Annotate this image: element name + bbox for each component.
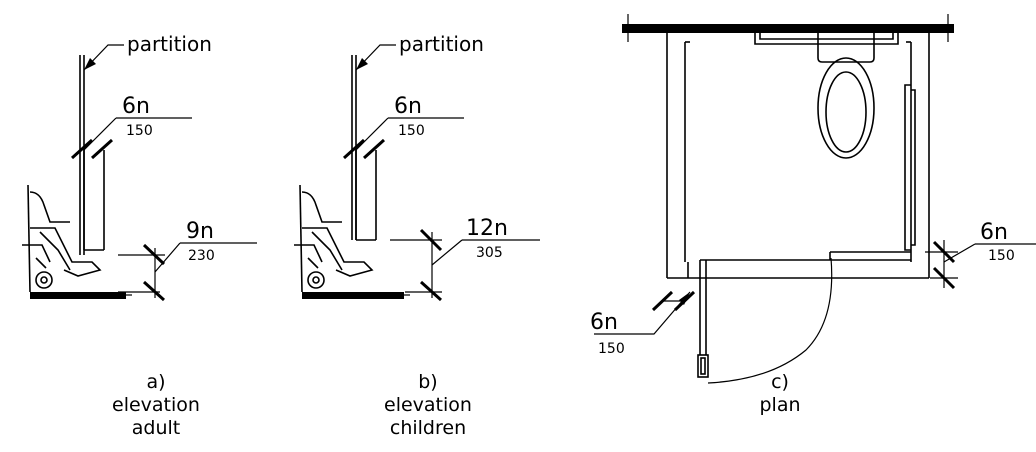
dim-leader bbox=[83, 117, 117, 151]
panel-a-elevation-adult: partition 6n 150 bbox=[22, 32, 257, 439]
wheelchair-icon bbox=[294, 184, 374, 293]
leader-arrowhead bbox=[356, 58, 368, 70]
caption-a-line3: adult bbox=[132, 417, 180, 439]
side-grab-bar bbox=[904, 84, 911, 251]
floor-slab bbox=[30, 292, 126, 299]
dim-tick bbox=[362, 138, 386, 160]
gap-dim-secondary: 150 bbox=[126, 123, 153, 139]
dim-tick bbox=[90, 138, 114, 160]
leader-arrowhead bbox=[679, 292, 690, 305]
dim-tick bbox=[932, 266, 956, 290]
dim-leader bbox=[594, 291, 691, 335]
back-grab-bar bbox=[754, 33, 899, 45]
caption-c-line1: c) bbox=[771, 371, 789, 393]
caption-b-line1: b) bbox=[418, 371, 437, 393]
floor-dim-secondary: 305 bbox=[476, 245, 503, 261]
door-dim-secondary: 150 bbox=[598, 341, 625, 357]
door-stop bbox=[697, 354, 709, 378]
dim-leader bbox=[943, 243, 976, 263]
dim-tick bbox=[70, 138, 94, 160]
dim-tick bbox=[142, 280, 166, 302]
dim-tick bbox=[419, 228, 443, 252]
dim-leader bbox=[154, 242, 181, 273]
floor-dim-secondary: 230 bbox=[188, 248, 215, 264]
dim-tick bbox=[142, 243, 166, 266]
back-wall bbox=[622, 24, 954, 33]
dim-leader bbox=[355, 117, 389, 151]
partition-label: partition bbox=[399, 32, 484, 56]
gap-dim-secondary: 150 bbox=[398, 123, 425, 139]
door-stop-inner bbox=[700, 357, 706, 375]
dim-tick bbox=[342, 138, 366, 160]
caption-b-line2: elevation bbox=[384, 394, 472, 416]
side-grab-bar-inner bbox=[911, 89, 916, 246]
gap-dim-primary: 6n bbox=[122, 94, 150, 119]
dim-tick bbox=[651, 290, 674, 312]
toilet-icon bbox=[817, 33, 875, 159]
partition-label: partition bbox=[127, 32, 212, 56]
caption-a-line1: a) bbox=[146, 371, 165, 393]
right-dim-secondary: 150 bbox=[988, 248, 1015, 264]
gap-dim-primary: 6n bbox=[394, 94, 422, 119]
back-grab-bar-inner bbox=[759, 33, 894, 40]
panel-c-plan: 6n 150 6n 150 c) plan bbox=[590, 14, 1036, 416]
leader-arrowhead bbox=[84, 58, 96, 70]
caption-c-line2: plan bbox=[759, 394, 800, 416]
floor-slab bbox=[302, 292, 404, 299]
panel-b-elevation-children: partition 6n 150 12n 305 b) bbox=[294, 32, 540, 439]
dim-tick bbox=[419, 280, 443, 302]
door-dim-primary: 6n bbox=[590, 310, 618, 335]
right-dim-primary: 6n bbox=[980, 220, 1008, 245]
door-swing-arc bbox=[707, 257, 833, 384]
dim-leader bbox=[431, 239, 463, 266]
wheelchair-icon bbox=[22, 184, 102, 293]
floor-dim-primary: 12n bbox=[466, 216, 508, 241]
floor-dim-primary: 9n bbox=[186, 219, 214, 244]
caption-a-line2: elevation bbox=[112, 394, 200, 416]
caption-b-line3: children bbox=[390, 417, 466, 439]
